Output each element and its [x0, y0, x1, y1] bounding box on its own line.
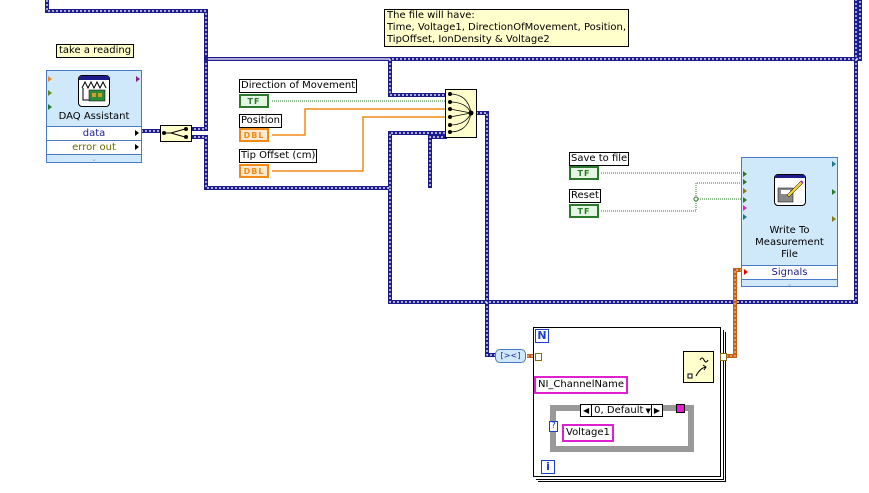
note-file-description: The file will have: Time, Voltage1, Dire… — [384, 9, 630, 47]
input-signals[interactable]: Signals — [742, 265, 837, 279]
output-pin[interactable] — [135, 144, 139, 150]
set-attribute-icon — [687, 357, 709, 379]
case-dropdown-icon[interactable]: ▼ — [645, 406, 651, 415]
case-selector-terminal[interactable]: ? — [549, 421, 558, 432]
output-pin[interactable] — [136, 76, 140, 82]
case-selector[interactable]: ◀ 0, Default ▼ ▶ — [580, 404, 663, 417]
case-output-tunnel[interactable] — [676, 404, 685, 413]
decrement-case-arrow-icon[interactable]: ◀ — [581, 404, 593, 417]
input-pin[interactable] — [743, 205, 747, 211]
control-label: Tip Offset (cm) — [239, 149, 318, 163]
merge-icon — [448, 92, 474, 134]
input-label: Signals — [771, 267, 808, 278]
output-pin[interactable] — [832, 189, 836, 195]
position-terminal[interactable]: DBL — [239, 128, 269, 142]
expand-chevron-icon[interactable]: ⌄ — [742, 279, 837, 288]
node-title: Write To Measurement File — [742, 225, 837, 261]
note-take-reading: take a reading — [56, 44, 135, 58]
save-to-file-terminal[interactable]: TF — [569, 166, 599, 180]
daq-card-icon — [78, 75, 110, 107]
increment-case-arrow-icon[interactable]: ▶ — [650, 404, 662, 417]
output-pin[interactable] — [135, 130, 139, 136]
input-pin[interactable] — [743, 197, 747, 203]
output-error-out[interactable]: error out — [47, 140, 141, 154]
input-pin[interactable] — [48, 104, 52, 110]
output-label: error out — [72, 142, 116, 153]
for-loop[interactable]: N NI_ChannelName ◀ 0, Default ▼ ▶ ? Volt… — [533, 327, 727, 477]
set-dynamic-data-attributes-node[interactable] — [683, 351, 714, 383]
title-line: Measurement — [755, 237, 824, 248]
output-pin[interactable] — [832, 161, 836, 167]
direction-of-movement-terminal[interactable]: TF — [239, 94, 269, 108]
daq-assistant-title: DAQ Assistant — [58, 111, 130, 122]
control-label: Position — [239, 114, 282, 128]
reset-terminal[interactable]: TF — [569, 204, 599, 218]
title-line: File — [781, 249, 798, 260]
daq-assistant-node[interactable]: DAQ Assistant data error out ⌄ — [46, 70, 142, 163]
loop-count-terminal[interactable]: N — [535, 329, 549, 343]
channel-name-constant[interactable]: NI_ChannelName — [534, 376, 628, 394]
dbl-wire — [272, 108, 447, 172]
dynamic-data-icon: [><] — [500, 351, 521, 360]
input-pin[interactable] — [743, 214, 747, 220]
voltage1-constant[interactable]: Voltage1 — [562, 424, 614, 442]
title-line: Write To — [769, 225, 810, 236]
convert-from-dynamic-data-node[interactable]: [><] — [495, 349, 526, 363]
input-pin[interactable] — [743, 179, 747, 185]
note-line: TipOffset, IonDensity & Voltage2 — [387, 34, 550, 45]
tunnel-output[interactable] — [720, 353, 727, 361]
iteration-terminal: i — [541, 460, 555, 474]
tip-offset-terminal[interactable]: DBL — [239, 164, 269, 178]
split-signals-node[interactable] — [160, 125, 192, 142]
file-write-icon — [774, 174, 806, 206]
input-pin[interactable] — [743, 188, 747, 194]
note-line: The file will have: — [387, 10, 475, 21]
input-pin[interactable] — [48, 90, 52, 96]
bool-wire — [272, 100, 745, 212]
write-to-measurement-file-node[interactable]: Write To Measurement File Signals ⌄ — [741, 157, 838, 288]
control-label: Direction of Movement — [239, 79, 358, 93]
tunnel-input[interactable] — [535, 353, 542, 361]
input-pin[interactable] — [48, 76, 52, 82]
output-label: data — [82, 128, 106, 139]
case-selector-label: 0, Default — [594, 404, 644, 416]
note-line: Time, Voltage1, DirectionOfMovement, Pos… — [387, 22, 627, 33]
merge-signals-node[interactable] — [445, 89, 477, 138]
expand-chevron-icon[interactable]: ⌄ — [47, 154, 141, 163]
input-pin[interactable] — [743, 171, 747, 177]
output-pin[interactable] — [832, 216, 836, 222]
input-pin[interactable] — [744, 269, 748, 275]
split-icon — [162, 127, 188, 139]
control-label: Reset — [569, 189, 601, 203]
control-label: Save to file — [569, 152, 630, 166]
output-data[interactable]: data — [47, 126, 141, 140]
